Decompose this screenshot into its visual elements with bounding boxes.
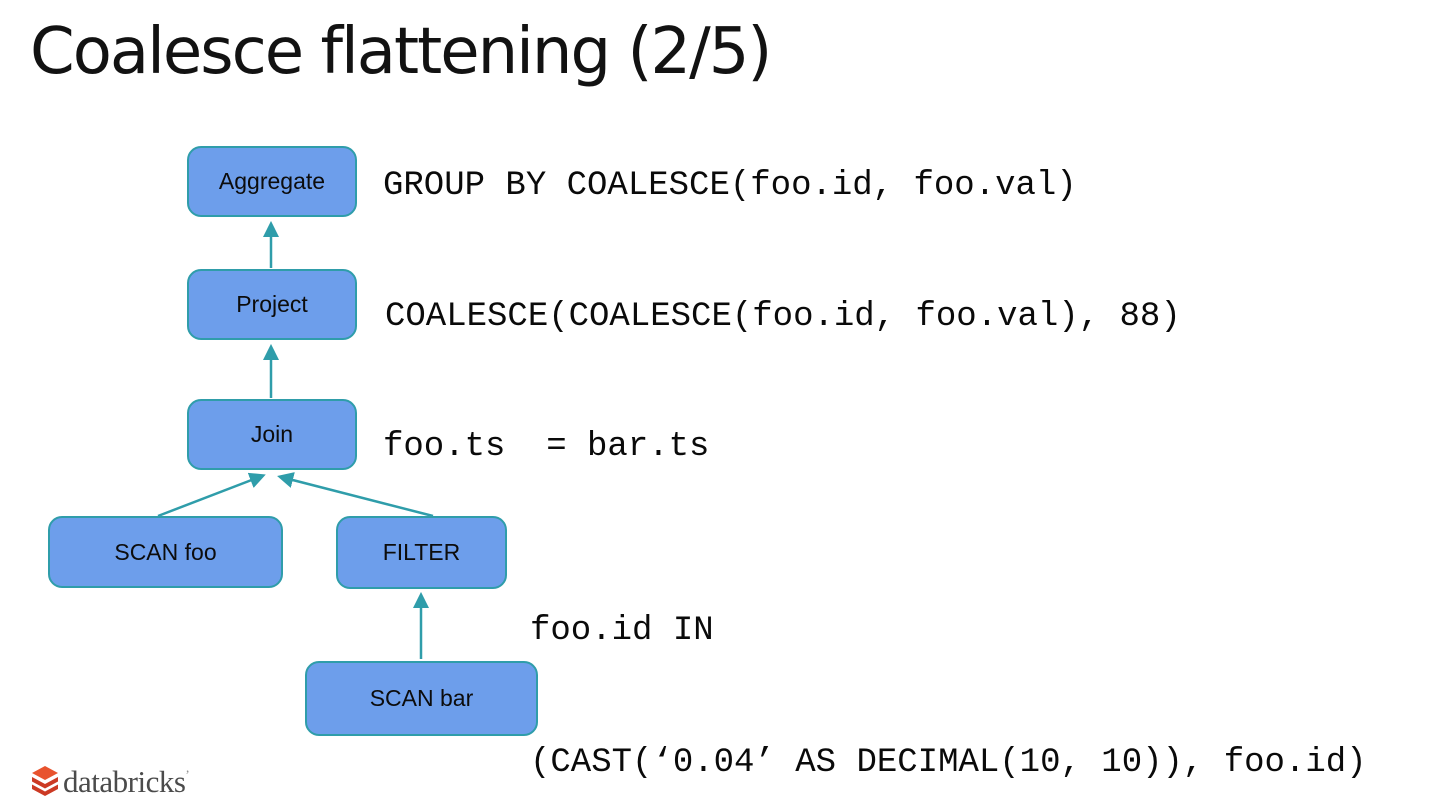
- plan-node-project-label: Project: [236, 291, 308, 317]
- annotation-filter-line1: foo.id IN: [530, 612, 714, 650]
- annotation-join: foo.ts = bar.ts: [383, 428, 710, 466]
- plan-node-scan-bar: SCAN bar: [305, 661, 538, 736]
- plan-node-aggregate-label: Aggregate: [218, 168, 326, 194]
- plan-node-scan-foo: SCAN foo: [48, 516, 283, 588]
- databricks-logo: databricks ’: [30, 765, 190, 797]
- edge-scan-foo-to-join: [157, 472, 266, 518]
- annotation-filter: foo.id IN (CAST(‘0.04’ AS DECIMAL(10, 10…: [530, 521, 1367, 810]
- plan-node-scan-foo-label: SCAN foo: [114, 538, 217, 565]
- trademark-mark: ’: [185, 767, 190, 782]
- plan-node-scan-bar-label: SCAN bar: [369, 685, 474, 711]
- plan-node-join: Join: [187, 399, 357, 470]
- plan-node-project: Project: [187, 269, 357, 340]
- plan-node-filter: FILTER: [336, 516, 507, 589]
- plan-node-filter-label: FILTER: [382, 539, 461, 565]
- plan-node-join-label: Join: [250, 421, 294, 447]
- annotation-project: COALESCE(COALESCE(foo.id, foo.val), 88): [385, 298, 1181, 336]
- annotation-filter-line2: (CAST(‘0.04’ AS DECIMAL(10, 10)), foo.id…: [530, 744, 1367, 782]
- plan-node-aggregate: Aggregate: [187, 146, 357, 217]
- annotation-aggregate: GROUP BY COALESCE(foo.id, foo.val): [383, 167, 1077, 205]
- slide-title: Coalesce flattening (2/5): [30, 15, 772, 89]
- databricks-bricks-icon: [32, 766, 58, 796]
- databricks-wordmark: databricks: [63, 763, 186, 799]
- edge-filter-to-join: [277, 472, 434, 518]
